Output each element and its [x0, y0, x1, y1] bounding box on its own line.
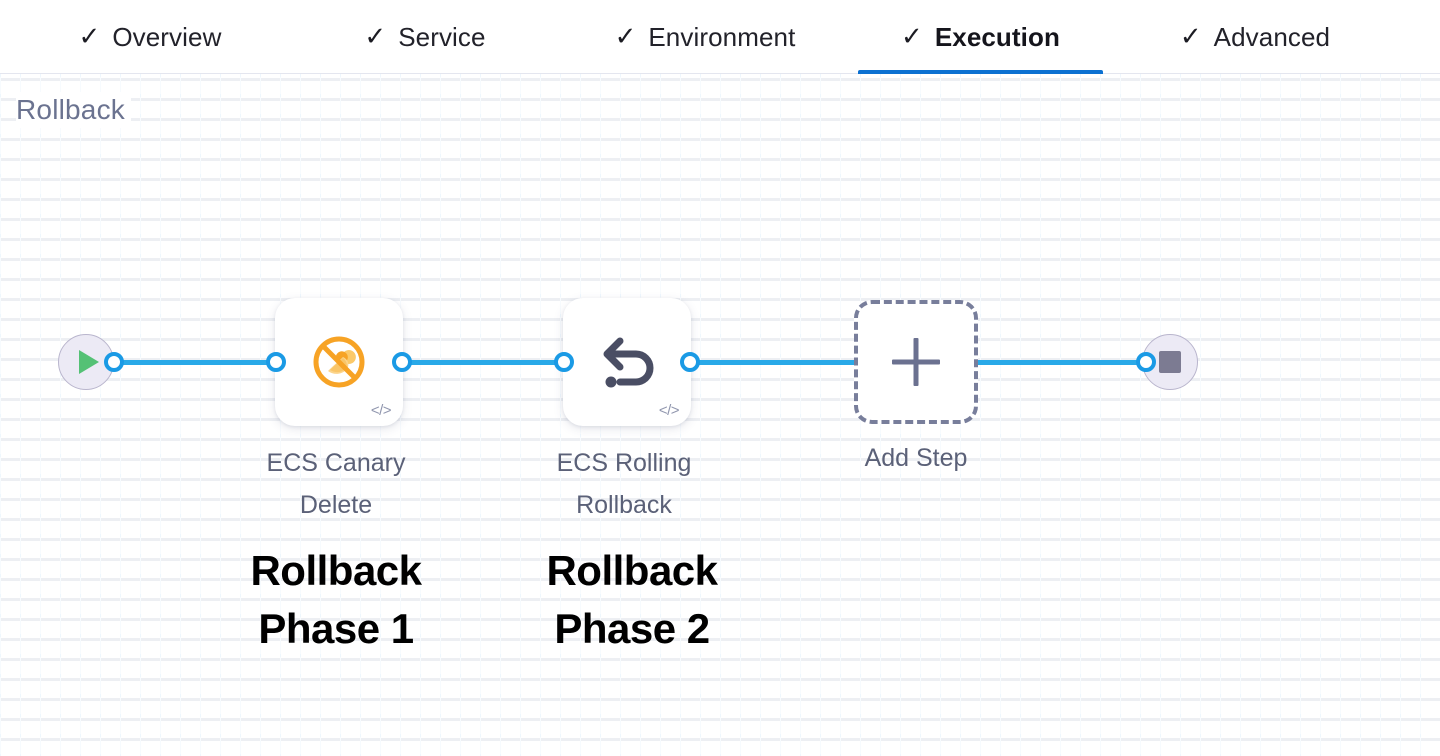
- connector-start-to-step1: [114, 360, 286, 365]
- connector-step2-to-addstep: [690, 360, 926, 365]
- panel-title: Rollback: [16, 92, 131, 128]
- step1-label-line1: ECS Canary: [266, 449, 406, 477]
- plus-icon: [892, 338, 940, 386]
- check-icon: ✓: [901, 21, 923, 51]
- tab-execution[interactable]: ✓ Execution: [858, 0, 1103, 74]
- tab-environment[interactable]: ✓ Environment: [580, 0, 830, 74]
- add-step-button[interactable]: [854, 300, 978, 424]
- step1-output-port[interactable]: [392, 352, 412, 372]
- tab-underline-active: [858, 70, 1103, 74]
- tab-label: Execution: [934, 21, 1060, 52]
- node-layer: </> ECS Canary Delete Rollback Phase 1 <…: [0, 74, 1440, 756]
- tab-overview[interactable]: ✓ Overview: [40, 0, 260, 74]
- start-output-port[interactable]: [104, 352, 124, 372]
- step1-label-line2: Delete: [299, 491, 373, 519]
- canary-delete-icon: [275, 298, 403, 426]
- step2-label-line1: ECS Rolling: [556, 449, 692, 477]
- tab-label: Overview: [112, 21, 222, 52]
- tab-label: Environment: [648, 21, 796, 52]
- step-node-ecs-canary-delete[interactable]: </>: [275, 298, 403, 426]
- check-icon: ✓: [364, 21, 387, 51]
- connector-addstep-to-end: [968, 360, 1156, 365]
- step1-input-port[interactable]: [266, 352, 286, 372]
- end-input-port[interactable]: [1136, 352, 1156, 372]
- tab-label: Advanced: [1213, 21, 1331, 52]
- step2-output-port[interactable]: [680, 352, 700, 372]
- tab-label: Service: [398, 21, 486, 52]
- stop-icon: [1159, 351, 1181, 373]
- wizard-tab-bar: ✓ Overview ✓ Service ✓ Environment ✓ Exe…: [0, 0, 1440, 74]
- step2-input-port[interactable]: [554, 352, 574, 372]
- rollback-undo-icon: [563, 298, 691, 426]
- check-icon: ✓: [78, 21, 101, 51]
- step2-label-line2: Rollback: [576, 491, 672, 519]
- annotation-rollback-phase-1-line2: Phase 1: [258, 605, 414, 652]
- add-step-label: Add Step: [864, 444, 968, 472]
- play-icon: [78, 350, 99, 374]
- tab-advanced[interactable]: ✓ Advanced: [1145, 0, 1365, 74]
- tab-service[interactable]: ✓ Service: [330, 0, 520, 74]
- check-icon: ✓: [614, 21, 637, 51]
- pipeline-canvas[interactable]: Rollback </>: [0, 74, 1440, 756]
- annotation-rollback-phase-2-line2: Phase 2: [554, 605, 710, 652]
- connector-step1-to-step2: [402, 360, 574, 365]
- annotation-rollback-phase-2-line1: Rollback: [546, 547, 718, 594]
- step-node-ecs-rolling-rollback[interactable]: </>: [563, 298, 691, 426]
- code-icon[interactable]: </>: [658, 402, 680, 419]
- check-icon: ✓: [1179, 21, 1202, 51]
- code-icon[interactable]: </>: [370, 402, 392, 419]
- annotation-rollback-phase-1-line1: Rollback: [250, 547, 422, 594]
